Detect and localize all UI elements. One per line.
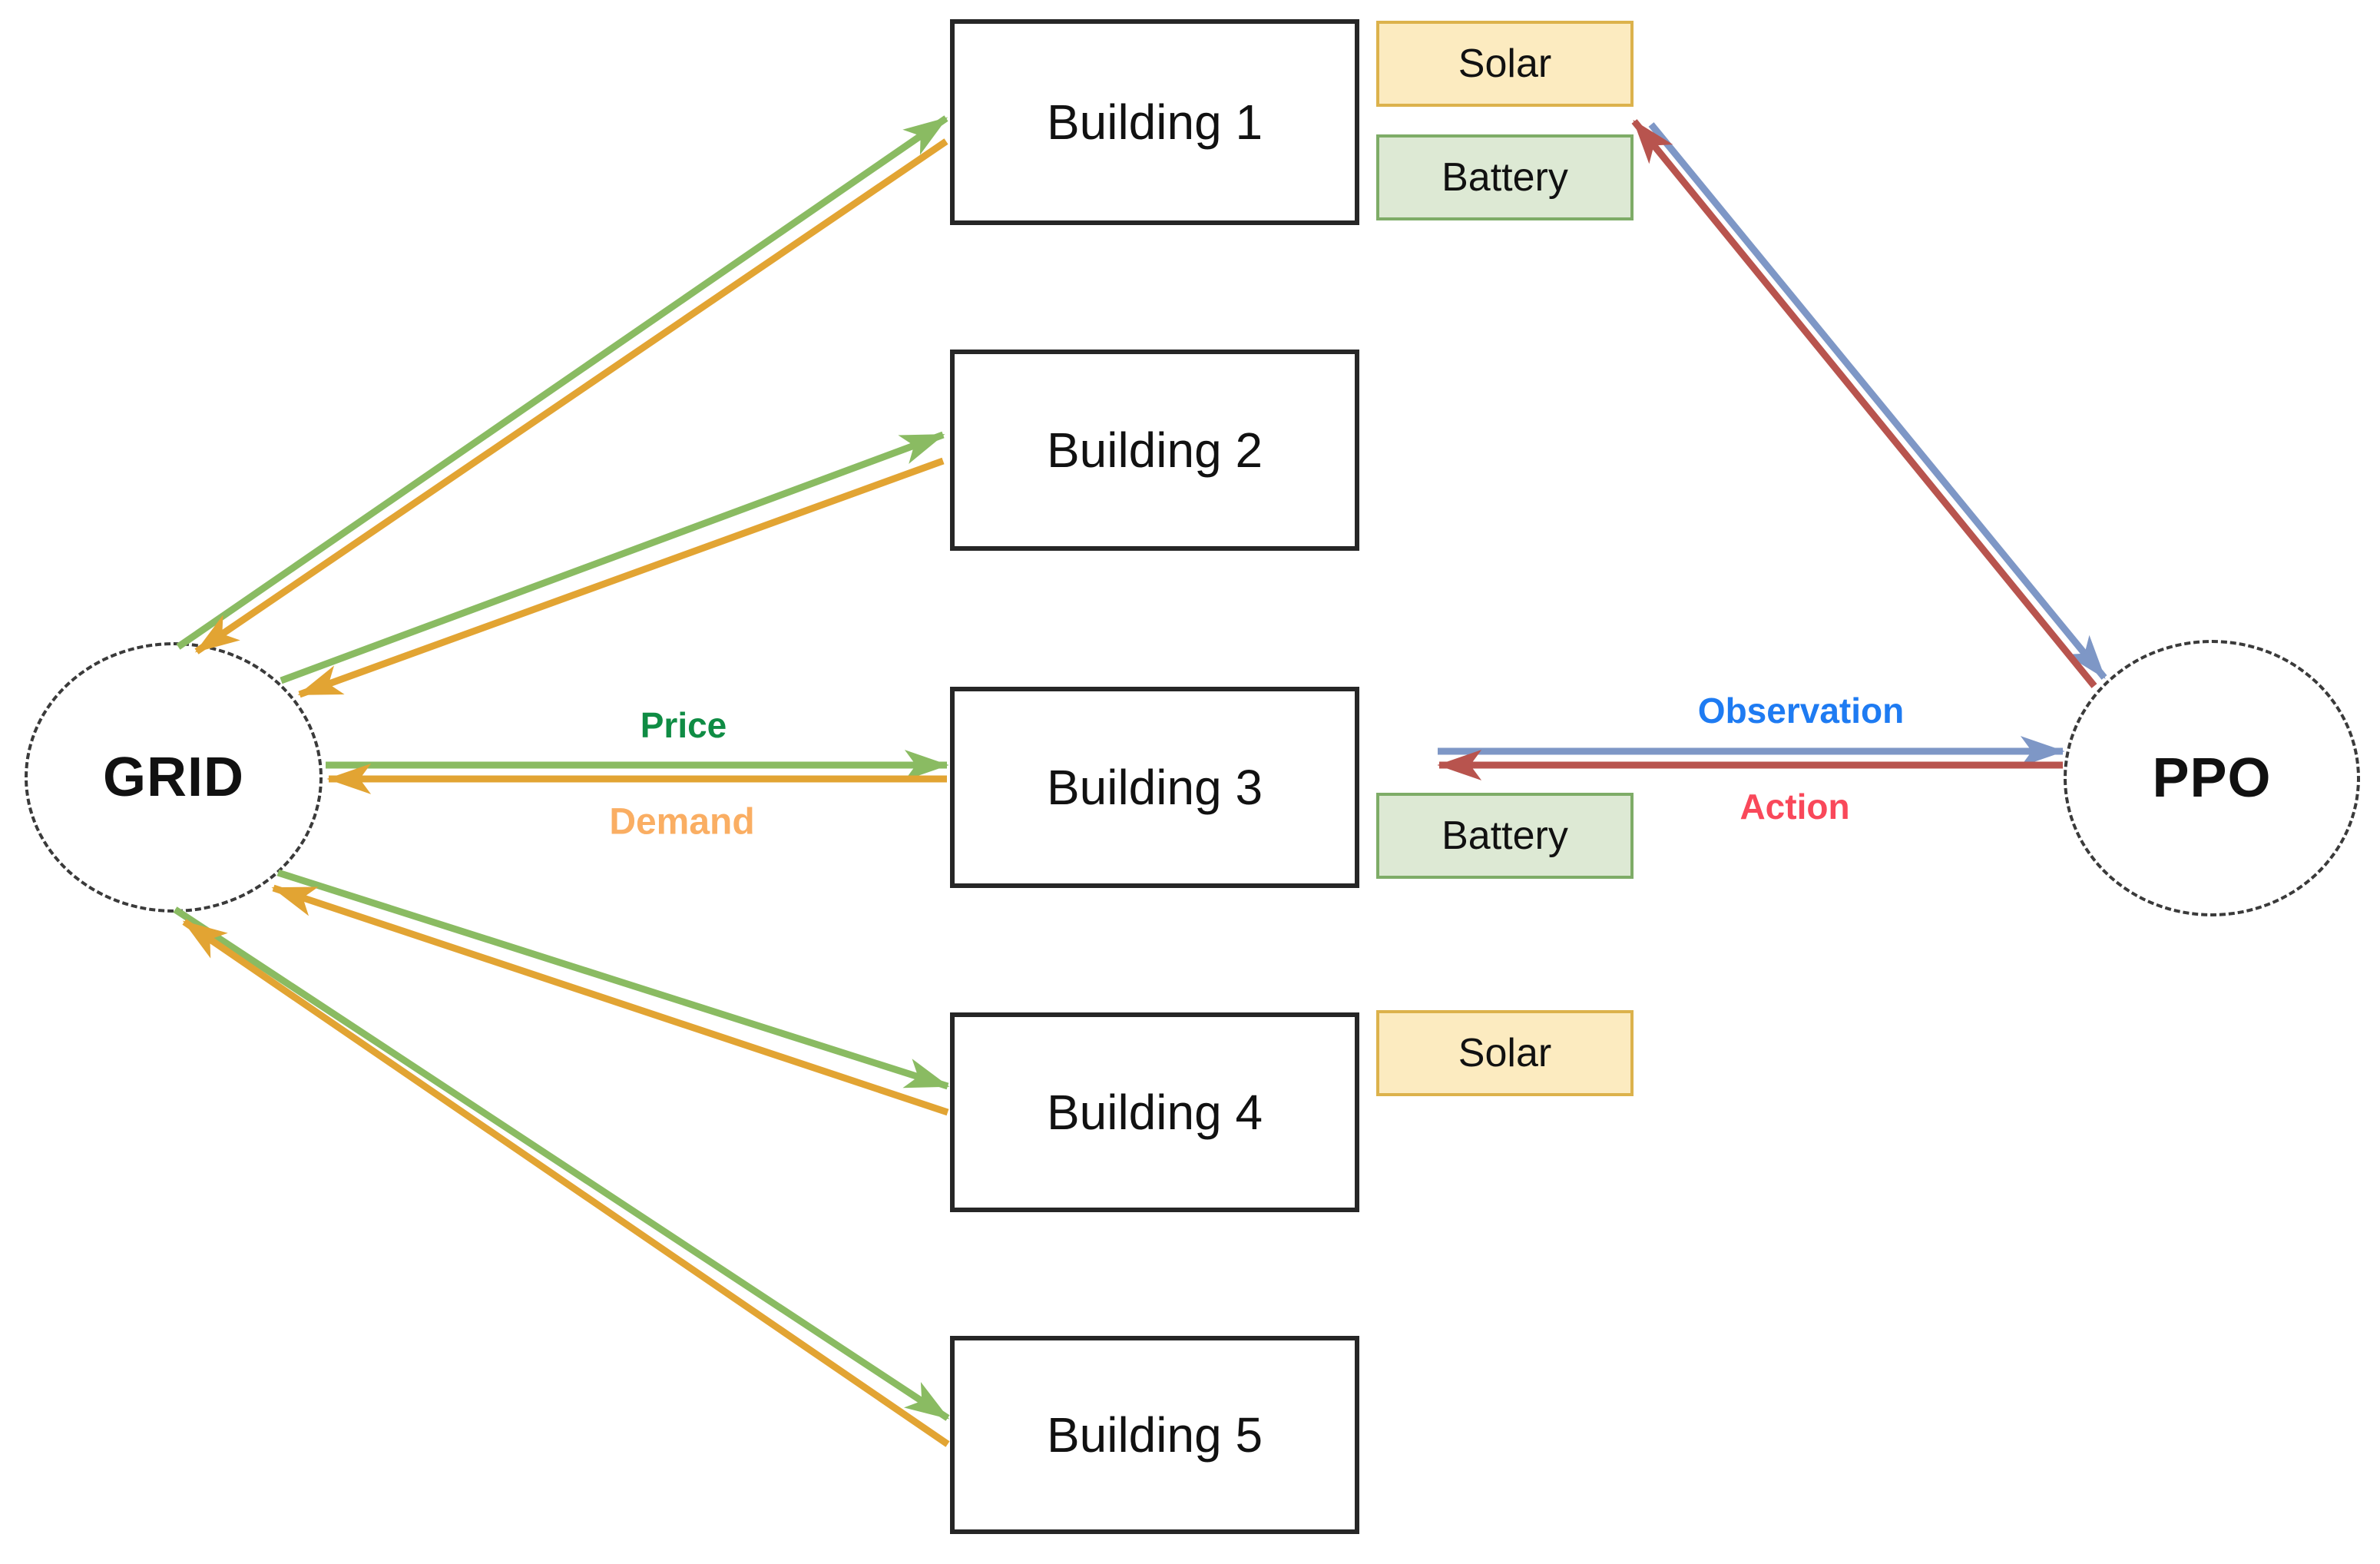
battery-badge-building1-label: Battery bbox=[1442, 155, 1568, 200]
grid-to-building4-price-arrow bbox=[276, 869, 950, 1090]
building-5-label: Building 5 bbox=[1046, 1407, 1263, 1463]
solar-badge-building4-label: Solar bbox=[1458, 1031, 1552, 1075]
ppo-node: PPO bbox=[2064, 640, 2360, 916]
building-3-label: Building 3 bbox=[1046, 760, 1263, 815]
building-3-box: Building 3 bbox=[950, 687, 1359, 888]
building-4-label: Building 4 bbox=[1046, 1085, 1263, 1140]
grid-to-building2-price-arrow bbox=[280, 431, 945, 684]
solar-badge-building4: Solar bbox=[1376, 1010, 1634, 1096]
building-1-box: Building 1 bbox=[950, 19, 1359, 225]
battery-badge-building3-label: Battery bbox=[1442, 813, 1568, 858]
observation-label: Observation bbox=[1697, 691, 1905, 731]
building5-to-grid-demand-arrow bbox=[182, 919, 950, 1447]
building2-to-grid-demand-arrow bbox=[297, 457, 945, 698]
grid-to-building5-price-arrow bbox=[173, 906, 950, 1421]
grid-to-building1-price-arrow bbox=[176, 115, 948, 650]
building-2-label: Building 2 bbox=[1046, 422, 1263, 478]
solar-badge-building1: Solar bbox=[1376, 21, 1634, 107]
ppo-node-label: PPO bbox=[2152, 747, 2272, 809]
building-4-box: Building 4 bbox=[950, 1012, 1359, 1212]
building1-to-ppo-observation-arrow bbox=[1648, 122, 2107, 680]
ppo-to-building1-action-arrow bbox=[1631, 119, 2097, 688]
action-label: Action bbox=[1739, 787, 1850, 827]
building-5-box: Building 5 bbox=[950, 1336, 1359, 1534]
demand-label: Demand bbox=[609, 801, 755, 843]
solar-badge-building1-label: Solar bbox=[1458, 41, 1552, 86]
grid-node-label: GRID bbox=[103, 747, 244, 808]
battery-badge-building3: Battery bbox=[1376, 793, 1634, 879]
building-1-label: Building 1 bbox=[1046, 94, 1263, 150]
grid-node: GRID bbox=[25, 642, 323, 913]
building4-to-grid-demand-arrow bbox=[271, 884, 949, 1116]
battery-badge-building1: Battery bbox=[1376, 134, 1634, 220]
building1-to-grid-demand-arrow bbox=[194, 138, 948, 654]
building-2-box: Building 2 bbox=[950, 350, 1359, 551]
price-label: Price bbox=[640, 705, 727, 745]
